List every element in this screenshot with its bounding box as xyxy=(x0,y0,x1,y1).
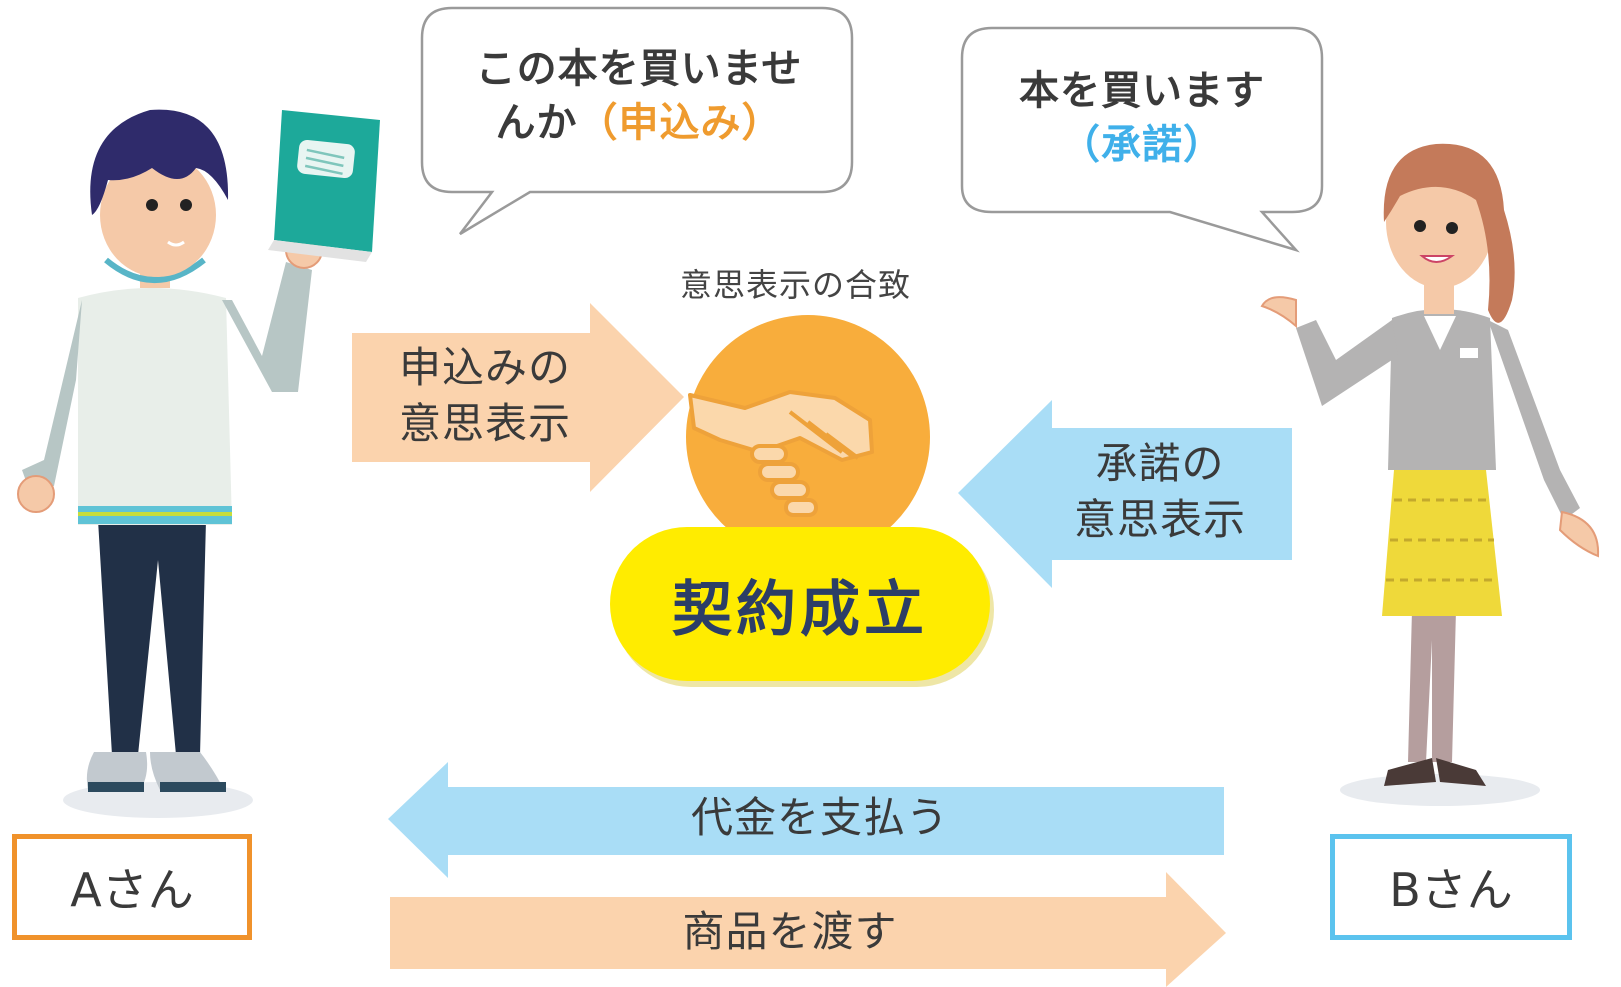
speech-bubble-b xyxy=(960,26,1324,253)
person-b-name: Bさん xyxy=(1389,863,1513,917)
bubble-a-line1: この本を買いませ xyxy=(475,46,803,92)
bubble-a-text: この本を買いませ んか（申込み） xyxy=(430,42,848,150)
person-a-name-box: Aさん xyxy=(12,834,252,940)
contract-formed-label: 契約成立 xyxy=(672,574,928,645)
payment-arrow xyxy=(388,762,1224,878)
offer-label: 申込みの 意思表示 xyxy=(398,343,571,448)
agreement-caption: 意思表示の合致 xyxy=(680,266,912,304)
acceptance-highlight: （承諾） xyxy=(1060,122,1224,168)
book-icon xyxy=(268,110,380,262)
bubble-b-line1: 本を買います xyxy=(1019,68,1265,114)
bubble-a-line2-prefix: んか xyxy=(495,100,578,146)
offer-highlight: （申込み） xyxy=(577,100,783,146)
person-a-name: Aさん xyxy=(70,863,194,917)
bubble-b-text: 本を買います （承諾） xyxy=(966,64,1318,172)
handshake-icon xyxy=(688,390,874,517)
delivery-arrow xyxy=(390,872,1226,987)
acceptance-label: 承諾の 意思表示 xyxy=(1073,439,1246,544)
acceptance-arrow xyxy=(958,400,1292,588)
payment-label: 代金を支払う xyxy=(690,793,949,842)
delivery-label: 商品を渡す xyxy=(682,907,898,956)
person-b-name-box: Bさん xyxy=(1330,834,1572,940)
offer-arrow xyxy=(352,303,684,492)
